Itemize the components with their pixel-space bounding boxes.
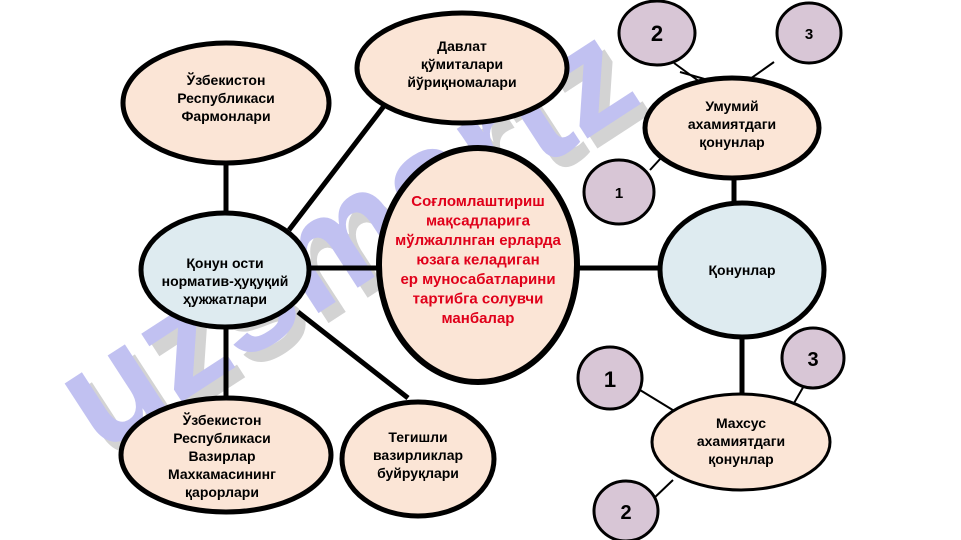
badge-umumiy-1-shape (582, 158, 656, 226)
badge-umumiy-2-label: 2 (651, 21, 663, 46)
connectors (223, 104, 745, 400)
label-line: қарорлари (185, 484, 259, 500)
label-line: мўлжаллнган ерларда (395, 232, 561, 249)
label-line: Республикаси (177, 90, 275, 106)
node-podzakon-label: Қонун ости норматив-ҳуқуқий ҳужжатлари (162, 255, 289, 307)
node-komitet: Давлат қўмиталари йўриқномалари (354, 10, 570, 126)
connector-podzakon-buyruklar (296, 310, 410, 400)
badge-umumiy-3: 3 (775, 1, 843, 65)
badge-maxsus-1-label: 1 (604, 367, 616, 392)
label-line: Республикаси (173, 430, 271, 446)
node-podzakon: Қонун ости норматив-ҳуқуқий ҳужжатлари (138, 210, 312, 330)
node-umumiy: Умумий ахамиятдаги қонунлар (642, 75, 822, 181)
label-line: норматив-ҳуқуқий (162, 273, 289, 289)
node-fermonlar-shape (120, 40, 332, 166)
node-center-shape (376, 145, 580, 385)
node-qonunlar-label: Қонунлар (708, 262, 775, 278)
badge-maxsus-2-label: 2 (620, 502, 631, 524)
label-line: Вазирлар (188, 448, 255, 464)
node-podzakon-shape (138, 210, 312, 330)
label-line: мақсадларига (426, 213, 531, 230)
label-line: Соғломлаштириш (411, 193, 544, 210)
node-vazirlar-shape (118, 395, 334, 515)
node-maxsus: Махсус ахамиятдаги қонунлар (650, 392, 832, 492)
connector-maxsus-badge-1 (639, 389, 677, 413)
node-maxsus-label: Махсус ахамиятдаги қонунлар (697, 415, 785, 467)
node-qonunlar-shape (657, 200, 827, 340)
badge-umumiy-3-shape (775, 1, 843, 65)
badge-maxsus-2: 2 (592, 479, 660, 540)
node-komitet-shape (354, 10, 570, 126)
badge-maxsus-3-shape (780, 326, 846, 390)
label-line: Қонун ости (186, 255, 263, 271)
label-line: Тегишли (388, 429, 447, 445)
badge-maxsus-2-shape (592, 479, 660, 540)
label-line: қонунлар (699, 134, 765, 150)
node-umumiy-shape (642, 75, 822, 181)
node-buyruklar: Тегишли вазирликлар буйруқлари (339, 399, 497, 519)
label-line: вазирликлар (373, 447, 463, 463)
node-maxsus-shape (650, 392, 832, 492)
badge-umumiy-1-label: 1 (615, 185, 623, 202)
label-line: тартибга солувчи (413, 291, 544, 308)
label-line: буйруқлари (377, 465, 459, 481)
node-buyruklar-label: Тегишли вазирликлар буйруқлари (373, 429, 463, 481)
label-line: ахамиятдаги (688, 116, 776, 132)
badge-maxsus-1: 1 (576, 345, 644, 411)
label-line: қонунлар (708, 451, 774, 467)
label-line: Давлат (437, 38, 487, 54)
label-line: манбалар (442, 310, 515, 327)
node-center-label: Соғломлаштириш мақсадларига мўлжаллнган ер… (395, 193, 561, 327)
label-line: қўмиталари (421, 56, 503, 72)
label-line: ер муносабатларини (400, 271, 555, 288)
badge-umumiy-3-label: 3 (805, 26, 813, 43)
label-line: ахамиятдаги (697, 433, 785, 449)
badge-maxsus-3-label: 3 (807, 349, 818, 371)
badge-umumiy-2-shape (617, 0, 697, 67)
label-line: Ўзбекистон (182, 411, 262, 428)
connector-umumiy-badge-2b (673, 62, 701, 83)
label-line: йўриқномалари (407, 74, 516, 90)
badge-maxsus-1-shape (576, 345, 644, 411)
label-line: Қонунлар (708, 262, 775, 278)
node-qonunlar: Қонунлар (657, 200, 827, 340)
badge-umumiy-2: 2 (617, 0, 697, 67)
badge-umumiy-1: 1 (582, 158, 656, 226)
label-line: Умумий (705, 98, 758, 114)
node-umumiy-label: Умумий ахамиятдаги қонунлар (688, 98, 776, 150)
label-line: Махсус (716, 415, 766, 431)
label-line: Махкамасининг (168, 466, 276, 482)
label-line: ҳужжатлари (183, 291, 267, 307)
node-center: Соғломлаштириш мақсадларига мўлжаллнган ер… (376, 145, 580, 385)
badge-maxsus-3: 3 (780, 326, 846, 390)
node-buyruklar-shape (339, 399, 497, 519)
connector-podzakon-komitet (287, 104, 386, 232)
label-line: юзага келадиган (416, 252, 539, 269)
label-line: Ўзбекистон (186, 71, 266, 88)
label-line: Фармонлари (181, 108, 270, 124)
node-komitet-label: Давлат қўмиталари йўриқномалари (407, 38, 516, 90)
